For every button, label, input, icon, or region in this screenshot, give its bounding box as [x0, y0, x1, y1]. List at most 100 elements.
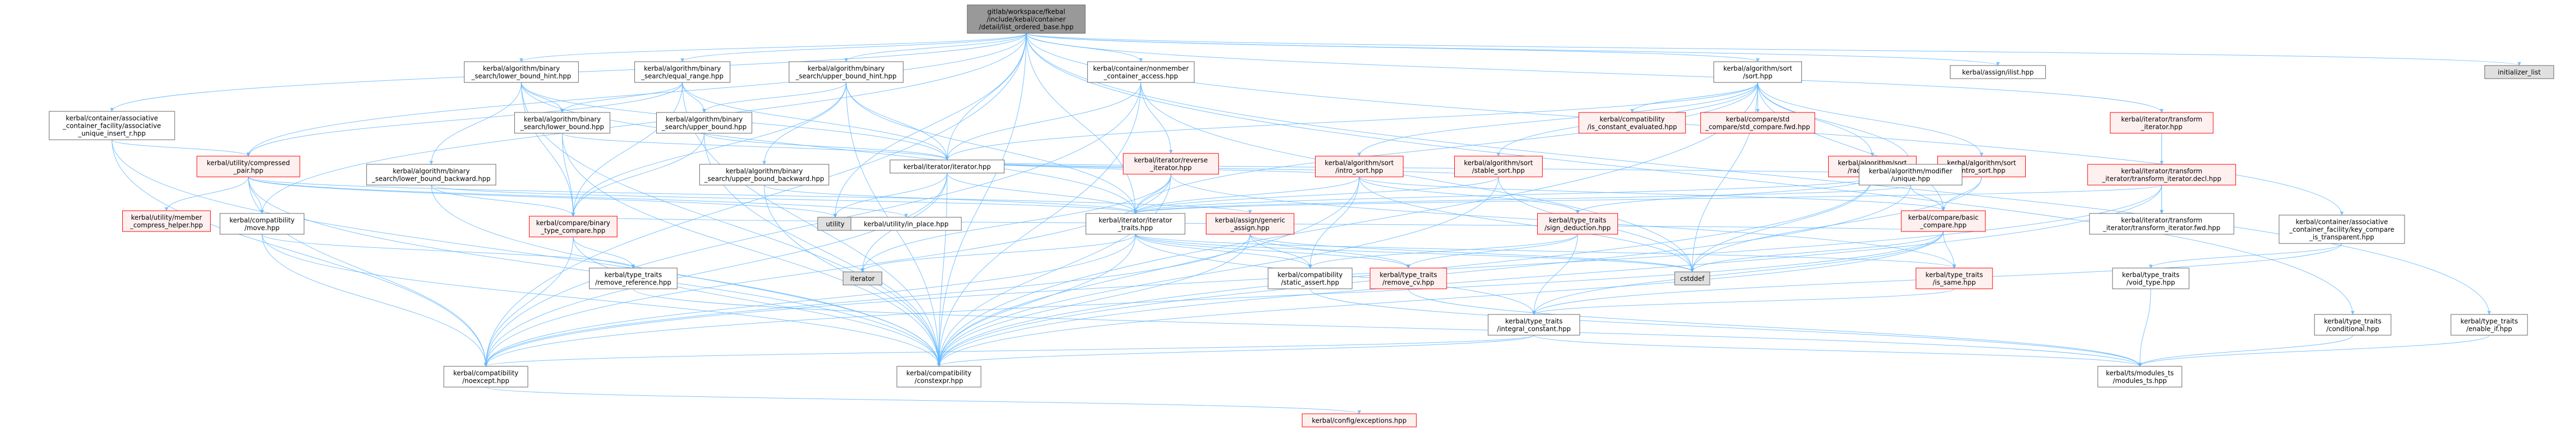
node-utility[interactable]: utility	[817, 217, 853, 231]
edge-ub-hint-to-iterator-hpp	[846, 82, 949, 160]
node-assoc-unique[interactable]: kerbal/container/associative_container_f…	[49, 111, 175, 140]
node-std-compare-fwd[interactable]: kerbal/compare/std_compare/std_compare.f…	[1700, 112, 1816, 134]
edge-root-to-conditional	[1026, 33, 2355, 315]
node-integral-constant[interactable]: kerbal/type_traits/integral_constant.hpp	[1488, 314, 1580, 336]
node-label-line: _pair.hpp	[233, 167, 264, 175]
node-compressed-pair[interactable]: kerbal/utility/compressed_pair.hpp	[197, 156, 300, 177]
node-remove-reference[interactable]: kerbal/type_traits/remove_reference.hpp	[589, 268, 677, 289]
node-box	[529, 216, 617, 237]
edge-intro-sort-to-constexpr	[937, 176, 1360, 367]
node-box	[514, 112, 610, 134]
edge-void-type-to-ts-modules	[2138, 288, 2151, 367]
node-box	[1315, 156, 1403, 177]
node-void-type[interactable]: kerbal/type_traits/void_type.hpp	[2112, 268, 2190, 289]
node-ub-hint[interactable]: kerbal/algorithm/binary_search/upper_bou…	[788, 61, 904, 83]
node-iterator-hpp[interactable]: kerbal/iterator/iterator.hpp	[889, 159, 1005, 174]
node-ub-backward[interactable]: kerbal/algorithm/binary_search/upper_bou…	[699, 164, 829, 186]
edge-ub-hint-to-upper-bound	[702, 82, 847, 113]
node-label-line: kerbal/compatibility	[453, 370, 518, 377]
node-sign-deduction[interactable]: kerbal/type_traits/sign_deduction.hpp	[1537, 213, 1619, 235]
node-modifier-unique[interactable]: kerbal/algorithm/modifier/unique.hpp	[1859, 164, 1962, 186]
edge-lb-backward-to-iterator-traits	[431, 185, 1138, 214]
node-generic-assign[interactable]: kerbal/assign/generic_assign.hpp	[1206, 213, 1294, 235]
node-assign-ilist[interactable]: kerbal/assign/ilist.hpp	[1950, 65, 2046, 79]
edge-root-to-utility	[833, 33, 1027, 218]
edge-sort-to-modifier-unique	[1757, 82, 1913, 165]
node-label-line: kerbal/assign/ilist.hpp	[1962, 69, 2033, 76]
edge-eq-range-to-lower-bound	[560, 82, 683, 113]
node-label-line: /include/kebal/container	[987, 16, 1066, 23]
edge-ub-hint-to-ub-backward	[762, 82, 847, 165]
node-upper-bound[interactable]: kerbal/algorithm/binary_search/upper_bou…	[656, 112, 752, 134]
node-sort[interactable]: kerbal/algorithm/sort/sort.hpp	[1714, 61, 1802, 83]
node-root[interactable]: gitlab/workspace/fkebal/include/kebal/co…	[967, 4, 1086, 34]
node-lb-hint[interactable]: kerbal/algorithm/binary_search/lower_bou…	[463, 61, 579, 83]
node-label-line: _search/equal_range.hpp	[641, 73, 724, 80]
node-box	[634, 61, 730, 83]
node-label-line: kerbal/compatibility	[229, 217, 294, 224]
node-label-line: /sort.hpp	[1743, 73, 1772, 80]
node-iter-transform[interactable]: kerbal/iterator/transform_iterator.hpp	[2110, 112, 2214, 134]
edge-integral-constant-to-constexpr	[937, 335, 1534, 367]
node-remove-cv[interactable]: kerbal/type_traits/remove_cv.hpp	[1370, 268, 1447, 289]
node-stable-sort[interactable]: kerbal/algorithm/sort/stable_sort.hpp	[1454, 156, 1543, 177]
node-box	[122, 210, 211, 232]
node-enable-if[interactable]: kerbal/type_traits/enable_if.hpp	[2450, 314, 2528, 336]
edge-modifier-unique-to-iterator-traits	[1133, 185, 1911, 214]
edge-introsort2-to-cstddef	[1690, 176, 1982, 272]
node-label-line: kerbal/iterator/iterator	[1099, 217, 1173, 224]
node-box	[1123, 153, 1219, 175]
node-reverse-iter[interactable]: kerbal/iterator/reverse_iterator.hpp	[1123, 153, 1219, 175]
edge-iterator-traits-to-remove-cv	[1135, 234, 1411, 269]
edge-sort-to-basic-compare	[1757, 82, 1946, 211]
node-lower-bound[interactable]: kerbal/algorithm/binary_search/lower_bou…	[514, 112, 610, 134]
edge-binary-type-compare-to-remove-reference	[573, 236, 635, 269]
node-ts-modules[interactable]: kerbal/ts/modules_ts/modules_ts.hpp	[2097, 366, 2182, 388]
node-label-line: _search/lower_bound.hpp	[520, 123, 604, 131]
node-box	[1301, 413, 1417, 427]
node-in-place[interactable]: kerbal/utility/in_place.hpp	[850, 217, 962, 231]
node-conditional[interactable]: kerbal/type_traits/conditional.hpp	[2314, 314, 2391, 336]
edge-root-to-eq-range	[680, 33, 1027, 62]
node-label-line: /intro_sort.hpp	[1335, 167, 1383, 175]
node-label-line: kerbal/ts/modules_ts	[2106, 370, 2174, 377]
node-key-compare[interactable]: kerbal/container/associative_container_f…	[2278, 215, 2405, 244]
node-noexcept[interactable]: kerbal/compatibility/noexcept.hpp	[443, 366, 528, 388]
node-iterator-std[interactable]: iterator	[842, 271, 883, 286]
node-label-line: kerbal/type_traits	[2460, 318, 2518, 325]
edge-lb-hint-to-iterator-traits	[521, 82, 1138, 214]
node-eq-range[interactable]: kerbal/algorithm/binary_search/equal_ran…	[634, 61, 730, 83]
node-label-line: kerbal/algorithm/binary	[392, 168, 469, 175]
edge-root-to-assign-ilist	[1026, 33, 2000, 66]
node-nonmember[interactable]: kerbal/container/nonmember_container_acc…	[1087, 61, 1195, 83]
node-box	[2110, 112, 2214, 134]
node-static-assert[interactable]: kerbal/compatibility/static_assert.hpp	[1268, 268, 1353, 289]
node-basic-compare[interactable]: kerbal/compare/basic_compare.hpp	[1901, 210, 1986, 232]
node-constexpr[interactable]: kerbal/compatibility/constexpr.hpp	[896, 366, 981, 388]
node-binary-type-compare[interactable]: kerbal/compare/binary_type_compare.hpp	[529, 216, 617, 237]
node-is-same[interactable]: kerbal/type_traits/is_same.hpp	[1915, 268, 1993, 289]
node-intro-sort[interactable]: kerbal/algorithm/sort/intro_sort.hpp	[1315, 156, 1403, 177]
node-transform-fwd[interactable]: kerbal/iterator/transform_iterator/trans…	[2089, 213, 2234, 235]
edge-binary-type-compare-to-constexpr	[573, 236, 941, 367]
node-label-line: _search/upper_bound.hpp	[661, 123, 747, 131]
node-label-line: /static_assert.hpp	[1281, 279, 1340, 287]
edge-upper-bound-to-binary-type-compare	[571, 133, 705, 217]
node-iterator-traits[interactable]: kerbal/iterator/iterator_traits.hpp	[1085, 213, 1186, 235]
node-lb-backward[interactable]: kerbal/algorithm/binary_search/lower_bou…	[366, 164, 496, 186]
node-cstddef[interactable]: cstddef	[1674, 271, 1710, 286]
edges-layer	[110, 33, 2521, 414]
edge-static-assert-to-ts-modules	[1310, 288, 2142, 367]
node-box	[2097, 366, 2182, 388]
node-is-const-eval[interactable]: kerbal/compatibility/is_constant_evaluat…	[1578, 112, 1686, 134]
edge-basic-compare-to-noexcept	[484, 231, 1944, 367]
edge-reverse-iter-to-noexcept	[484, 174, 1171, 367]
node-move[interactable]: kerbal/compatibility/move.hpp	[219, 213, 305, 235]
node-config-exceptions[interactable]: kerbal/config/exceptions.hpp	[1301, 413, 1417, 427]
node-member-compress[interactable]: kerbal/utility/member_compress_helper.hp…	[122, 210, 211, 232]
node-box	[2484, 65, 2554, 79]
edge-sort-to-introsort2	[1757, 82, 1984, 157]
node-transform-iter-decl[interactable]: kerbal/iterator/transform_iterator/trans…	[2087, 164, 2236, 186]
node-label-line: kerbal/type_traits	[2324, 318, 2381, 325]
node-init-list[interactable]: initializer_list	[2484, 65, 2554, 79]
